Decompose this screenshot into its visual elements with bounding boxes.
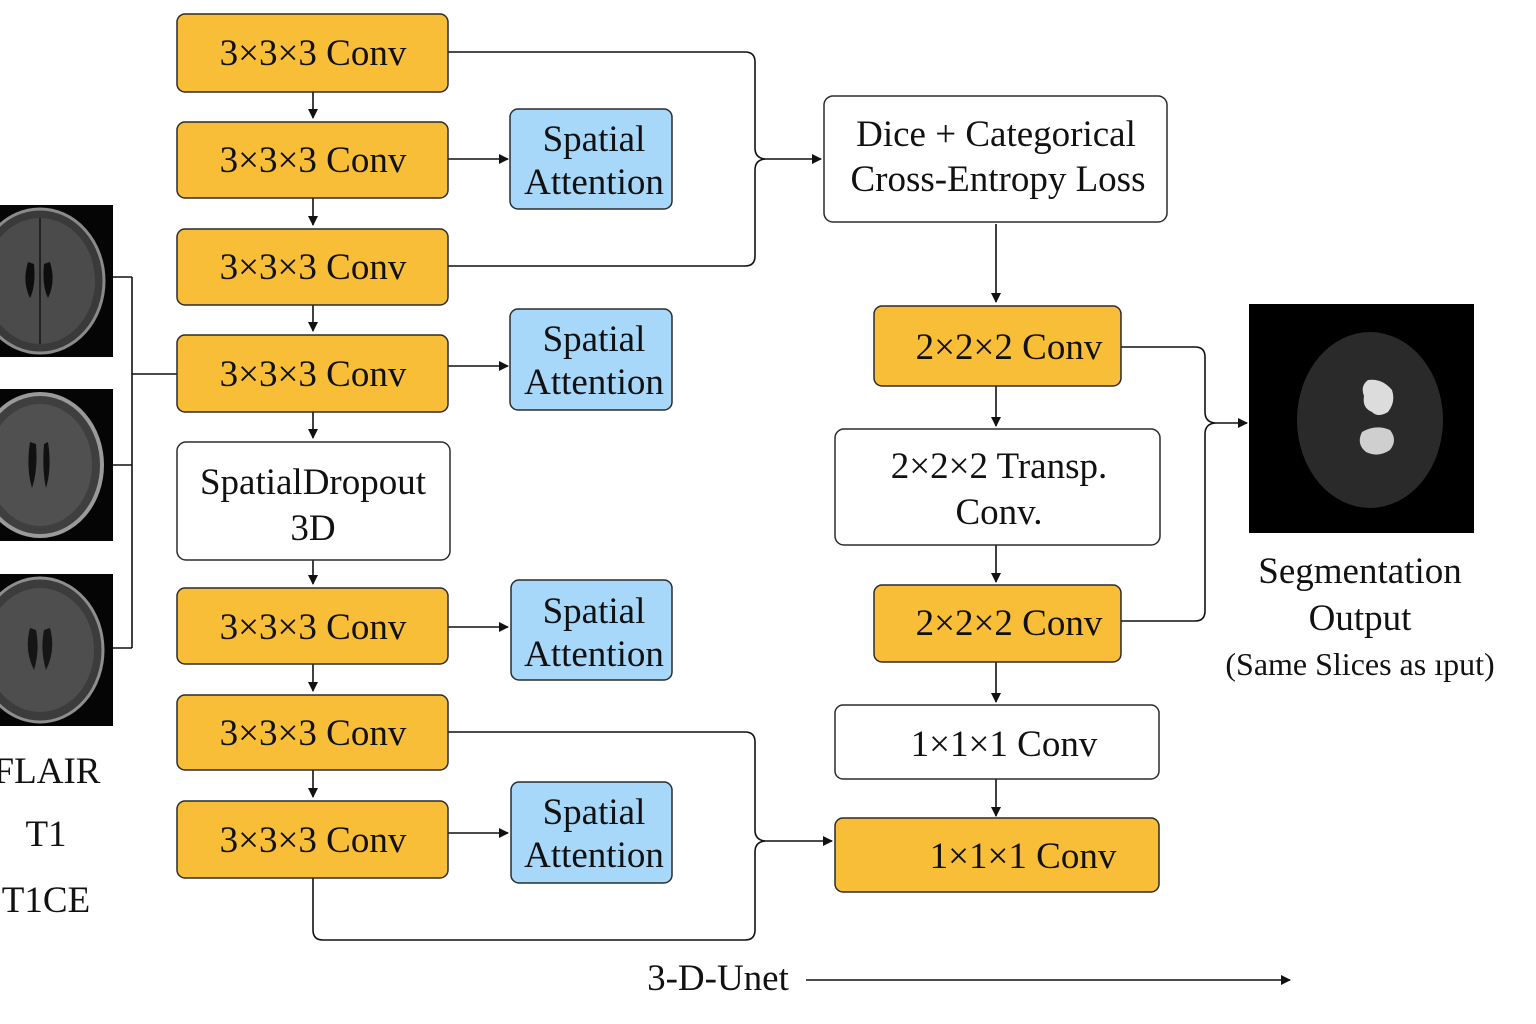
loss-label-line-1: Dice + Categorical	[856, 114, 1136, 155]
output-title-line-2: Output	[1309, 598, 1413, 639]
segmentation-output-caption: Segmentation Output (Same Slices as ıput…	[1225, 551, 1494, 682]
transp-label-line-2: Conv.	[955, 492, 1042, 533]
dropout-label-line-2: 3D	[290, 508, 335, 549]
decoder-conv2-label: 2×2×2 Conv	[916, 603, 1103, 644]
decoder-conv1-block-final: 1×1×1 Conv	[834, 817, 1160, 893]
loss-label-line-2: Cross-Entropy Loss	[851, 159, 1146, 200]
modality-label-t1ce: T1CE	[2, 880, 90, 921]
input-images	[0, 205, 113, 726]
spatial-attention-block-1: Spatial Attention	[509, 108, 673, 210]
flair-mri-image	[0, 205, 113, 357]
spatial-dropout-block: SpatialDropout 3D	[176, 441, 451, 561]
transp-label-line-1: 2×2×2 Transp.	[891, 446, 1108, 487]
encoder-conv-label: 3×3×3 Conv	[220, 33, 407, 74]
loss-block: Dice + Categorical Cross-Entropy Loss	[823, 95, 1168, 223]
encoder-conv-label: 3×3×3 Conv	[220, 607, 407, 648]
encoder-conv-label: 3×3×3 Conv	[220, 820, 407, 861]
attention-column: Spatial Attention Spatial Attention Spat…	[509, 108, 673, 884]
output-title-line-1: Segmentation	[1258, 551, 1461, 592]
spatial-attention-block-4: Spatial Attention	[510, 781, 673, 884]
t1-mri-image	[0, 389, 113, 541]
attention-label-line-2: Attention	[524, 634, 664, 675]
output-subtitle: (Same Slices as ıput)	[1225, 646, 1494, 682]
encoder-conv-block-3: 3×3×3 Conv	[176, 228, 449, 306]
modality-labels: FLAIR T1 T1CE	[0, 751, 101, 921]
attention-label-line-2: Attention	[524, 362, 664, 403]
attention-label-line-1: Spatial	[543, 591, 646, 632]
modality-label-t1: T1	[25, 814, 66, 855]
attention-label-line-1: Spatial	[543, 792, 646, 833]
attention-label-line-2: Attention	[524, 162, 664, 203]
t1ce-mri-image	[0, 574, 113, 726]
encoder-conv-block-7: 3×3×3 Conv	[176, 800, 449, 879]
transposed-conv-block: 2×2×2 Transp. Conv.	[834, 428, 1161, 546]
decoder-column: Dice + Categorical Cross-Entropy Loss 2×…	[823, 95, 1168, 893]
encoder-conv-label: 3×3×3 Conv	[220, 247, 407, 288]
segmentation-output-image	[1249, 304, 1474, 533]
footer-label: 3-D-Unet	[647, 958, 790, 999]
decoder-conv2-label: 2×2×2 Conv	[916, 327, 1103, 368]
encoder-conv-label: 3×3×3 Conv	[220, 713, 407, 754]
spatial-attention-block-3: Spatial Attention	[510, 579, 673, 681]
decoder-conv2-block-1: 2×2×2 Conv	[873, 305, 1122, 387]
encoder-conv-label: 3×3×3 Conv	[220, 354, 407, 395]
attention-label-line-1: Spatial	[543, 119, 646, 160]
decoder-conv1-block-plain: 1×1×1 Conv	[834, 704, 1160, 780]
connectors	[113, 51, 1291, 985]
encoder-conv-label: 3×3×3 Conv	[220, 140, 407, 181]
decoder-conv1-label: 1×1×1 Conv	[911, 724, 1098, 765]
encoder-conv-block-5: 3×3×3 Conv	[176, 587, 449, 665]
attention-label-line-1: Spatial	[543, 319, 646, 360]
attention-label-line-2: Attention	[524, 835, 664, 876]
encoder-conv-block-4: 3×3×3 Conv	[176, 334, 449, 413]
encoder-column: 3×3×3 Conv 3×3×3 Conv 3×3×3 Conv 3×3×3 C…	[176, 13, 451, 879]
encoder-conv-block-1: 3×3×3 Conv	[176, 13, 449, 93]
modality-label-flair: FLAIR	[0, 751, 101, 792]
spatial-attention-block-2: Spatial Attention	[509, 308, 673, 411]
decoder-conv2-block-2: 2×2×2 Conv	[873, 584, 1122, 663]
encoder-conv-block-2: 3×3×3 Conv	[176, 121, 449, 199]
dropout-label-line-1: SpatialDropout	[200, 462, 427, 503]
encoder-conv-block-6: 3×3×3 Conv	[176, 694, 449, 771]
decoder-conv1-label: 1×1×1 Conv	[930, 836, 1117, 877]
